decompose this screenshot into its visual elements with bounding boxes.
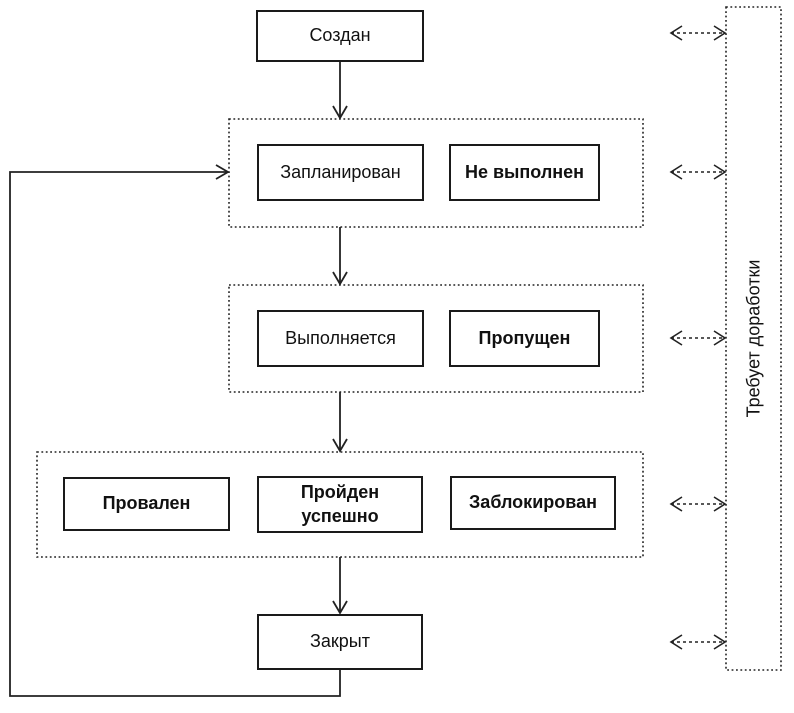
rework-link-closed — [669, 634, 727, 650]
node-planned-label: Запланирован — [280, 161, 401, 182]
node-skipped-label: Пропущен — [478, 327, 571, 348]
node-planned: Запланирован — [257, 144, 424, 201]
arrow-executing-to-result — [332, 392, 348, 453]
arrow-closed-loop-to-planned — [9, 164, 341, 697]
arrow-created-to-planned — [332, 62, 348, 120]
node-skipped: Пропущен — [449, 310, 600, 367]
arrow-planned-to-executing — [332, 227, 348, 286]
node-failed-label: Провален — [102, 493, 191, 514]
node-executing: Выполняется — [257, 310, 424, 367]
rework-link-result — [669, 496, 727, 512]
node-failed: Провален — [63, 477, 230, 531]
node-created-label: Создан — [309, 25, 371, 46]
group-result-outline — [36, 451, 644, 558]
node-created: Создан — [256, 10, 424, 62]
rework-link-planned — [669, 164, 727, 180]
needs-rework-outline — [725, 6, 782, 671]
node-blocked: Заблокирован — [450, 476, 616, 530]
node-not-executed-label: Не выполнен — [464, 161, 585, 182]
rework-link-executing — [669, 330, 727, 346]
needs-rework-label: Требует доработки — [743, 259, 763, 418]
arrow-result-to-closed — [332, 557, 348, 615]
node-closed-label: Закрыт — [310, 631, 370, 652]
node-blocked-label: Заблокирован — [469, 492, 597, 513]
group-executing-outline — [228, 284, 644, 393]
group-planned-outline — [228, 118, 644, 228]
rework-link-created — [669, 25, 727, 41]
node-closed: Закрыт — [257, 614, 423, 670]
node-passed-label: Пройден успешно — [300, 481, 380, 526]
node-passed: Пройден успешно — [257, 476, 423, 533]
node-executing-label: Выполняется — [285, 327, 396, 348]
node-not-executed: Не выполнен — [449, 144, 600, 201]
needs-rework-box: Требует доработки — [726, 7, 781, 670]
